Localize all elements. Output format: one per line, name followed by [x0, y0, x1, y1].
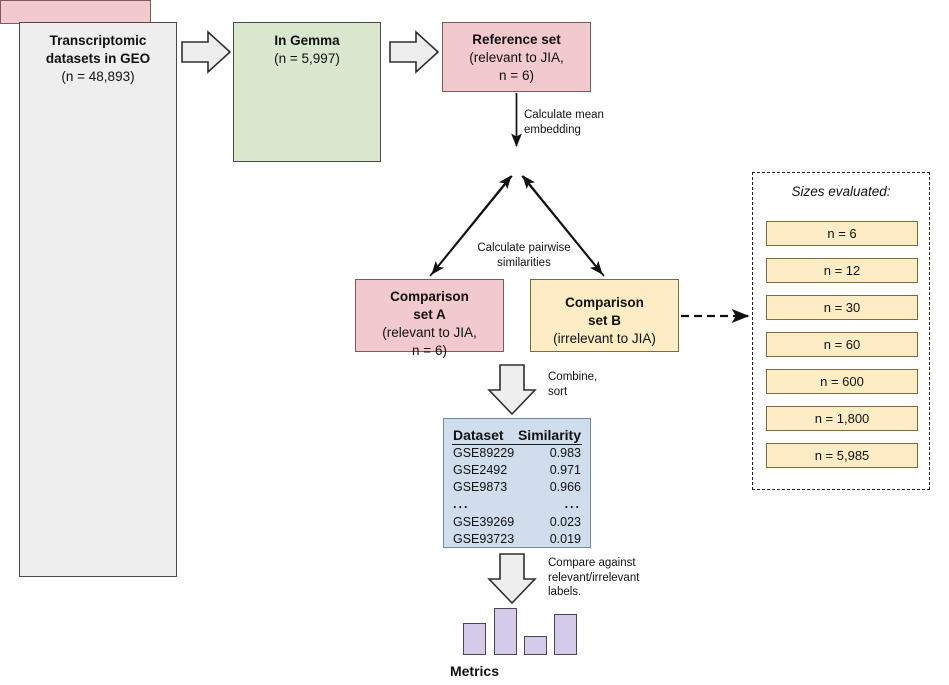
- cell-similarity: ...: [564, 497, 581, 512]
- cell-dataset: GSE93723: [453, 531, 515, 546]
- size-option-3[interactable]: n = 60: [766, 332, 918, 357]
- metric-bar-2: [524, 636, 547, 655]
- cell-similarity: 0.983: [549, 446, 581, 460]
- table-row-ellipsis: ... ...: [452, 495, 582, 514]
- gemma-box-line2: (n = 5,997): [274, 51, 340, 67]
- set-a-line4: n = 6): [412, 343, 447, 359]
- in-gemma-box: In Gemma (n = 5,997): [233, 22, 381, 162]
- cell-dataset: ...: [453, 497, 470, 512]
- size-option-2[interactable]: n = 30: [766, 295, 918, 320]
- similarity-table-card: Dataset Similarity GSE89229 0.983 GSE249…: [443, 418, 591, 548]
- set-b-line1: Comparison: [565, 295, 644, 310]
- arrow-set-b-to-mean: [522, 175, 605, 277]
- size-option-4[interactable]: n = 600: [766, 369, 918, 394]
- annotation-pairwise-similarities: Calculate pairwise similarities: [477, 242, 571, 269]
- table-header-similarity: Similarity: [516, 426, 582, 445]
- set-a-line1: Comparison: [390, 289, 469, 304]
- geo-datasets-box: Transcriptomic datasets in GEO (n = 48,8…: [19, 22, 177, 577]
- geo-box-line1: Transcriptomic: [49, 33, 147, 48]
- geo-box-line3: (n = 48,893): [61, 68, 135, 84]
- block-arrow-gemma-to-reference: [389, 30, 440, 74]
- cell-similarity: 0.966: [549, 479, 581, 494]
- similarity-table: Dataset Similarity GSE89229 0.983 GSE249…: [452, 426, 582, 548]
- cell-dataset: GSE89229: [453, 446, 515, 460]
- comparison-set-b-box: Comparison set B (irrelevant to JIA): [530, 279, 679, 352]
- metric-bar-1: [494, 608, 517, 655]
- table-header-row: Dataset Similarity: [452, 426, 582, 445]
- set-a-line2: set A: [413, 307, 446, 323]
- arrow-set-a-to-mean: [429, 175, 512, 277]
- table-header-dataset: Dataset: [452, 426, 517, 445]
- block-arrow-geo-to-gemma: [181, 30, 232, 74]
- set-a-line3: (relevant to JIA,: [382, 325, 477, 341]
- table-row: GSE9873 0.966: [452, 479, 582, 496]
- cell-similarity: 0.023: [549, 515, 581, 529]
- set-b-line2: set B: [587, 313, 621, 329]
- block-arrow-compare-labels: [487, 553, 537, 605]
- annotation-combine-sort: Combine, sort: [548, 371, 598, 398]
- cell-dataset: GSE9873: [453, 479, 508, 494]
- table-row: GSE93723 0.019: [452, 531, 582, 548]
- geo-box-line2: datasets in GEO: [45, 50, 151, 66]
- cell-similarity: 0.971: [549, 462, 581, 477]
- annotation-compare-labels: Compare against relevant/irrelevant labe…: [548, 557, 640, 599]
- cell-similarity: 0.019: [549, 531, 581, 546]
- reference-box-line3: n = 6): [499, 68, 534, 84]
- size-option-1[interactable]: n = 12: [766, 258, 918, 283]
- reference-set-box: Reference set (relevant to JIA, n = 6): [442, 22, 591, 92]
- table-row: GSE2492 0.971: [452, 462, 582, 479]
- sizes-evaluated-panel: Sizes evaluated: n = 6 n = 12 n = 30 n =…: [752, 172, 930, 490]
- metric-bar-0: [463, 623, 486, 655]
- cell-dataset: GSE2492: [453, 462, 508, 477]
- block-arrow-combine-sort: [487, 364, 537, 416]
- reference-box-line2: (relevant to JIA,: [469, 50, 564, 66]
- reference-box-line1: Reference set: [472, 32, 561, 47]
- table-row: GSE89229 0.983: [452, 445, 582, 462]
- metrics-label: Metrics: [449, 663, 500, 679]
- gemma-box-line1: In Gemma: [274, 33, 340, 48]
- sizes-panel-title: Sizes evaluated:: [791, 184, 891, 199]
- size-option-5[interactable]: n = 1,800: [766, 406, 918, 431]
- comparison-set-a-box: Comparison set A (relevant to JIA, n = 6…: [355, 279, 504, 358]
- set-b-line3: (irrelevant to JIA): [553, 331, 656, 347]
- cell-dataset: GSE39269: [453, 515, 515, 529]
- table-row: GSE39269 0.023: [452, 514, 582, 531]
- size-option-0[interactable]: n = 6: [766, 221, 918, 246]
- annotation-mean-embedding: Calculate mean embedding: [524, 109, 604, 136]
- metric-bar-3: [554, 614, 577, 655]
- size-option-6[interactable]: n = 5,985: [766, 443, 918, 468]
